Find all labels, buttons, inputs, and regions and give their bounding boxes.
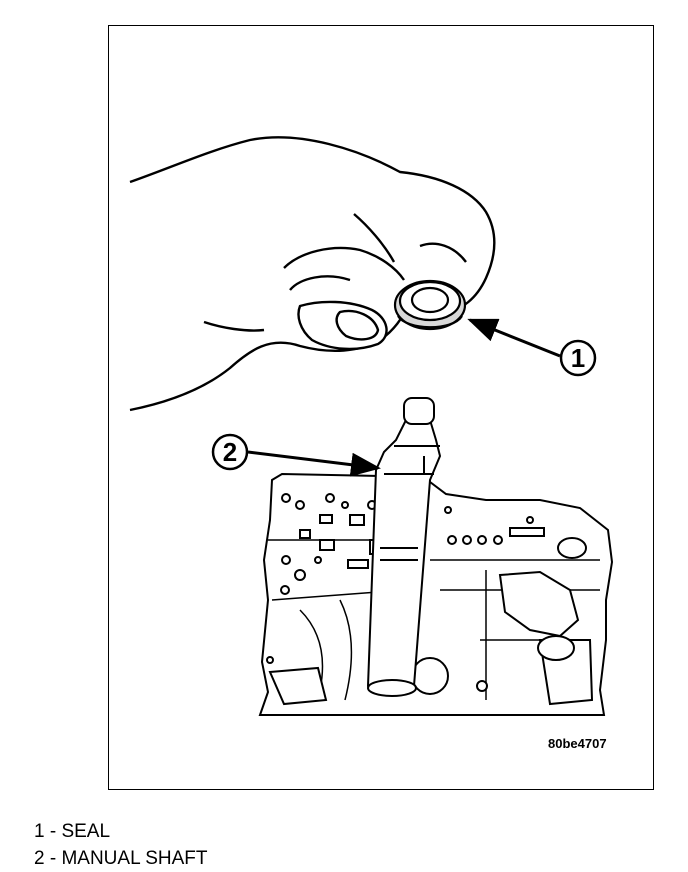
figure-id: 80be4707 <box>548 736 607 751</box>
seal <box>393 279 467 331</box>
legend-item-seal: 1 - SEAL <box>34 821 111 842</box>
legend: 1 - SEAL 2 - MANUAL SHAFT <box>34 818 208 872</box>
callout-1: 1 <box>467 318 597 377</box>
callout-1-number: 1 <box>571 343 585 373</box>
valve-body <box>258 472 614 716</box>
legend-item-manual-shaft: 2 - MANUAL SHAFT <box>34 848 208 869</box>
manual-shaft <box>366 397 442 697</box>
hand <box>129 136 496 412</box>
callout-2-number: 2 <box>223 437 237 467</box>
callout-2: 2 <box>211 433 381 477</box>
